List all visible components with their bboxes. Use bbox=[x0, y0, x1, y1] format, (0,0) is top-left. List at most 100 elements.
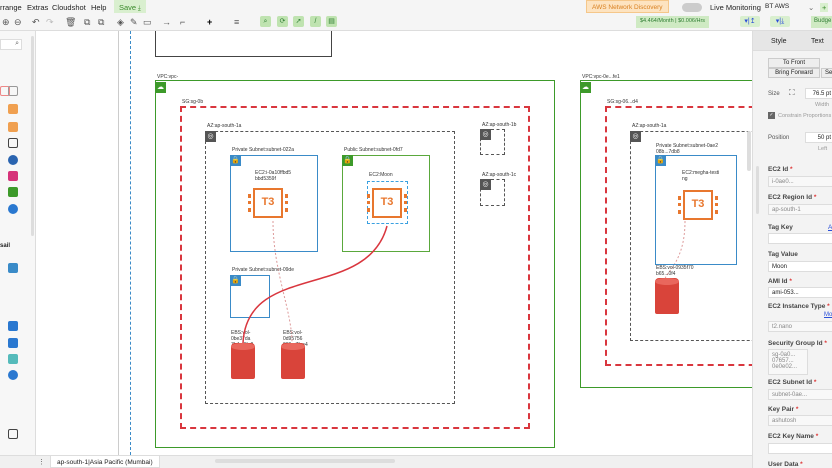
shape-icon[interactable] bbox=[8, 86, 18, 96]
key-name-input[interactable] bbox=[768, 443, 832, 454]
tag-key-input[interactable] bbox=[768, 233, 832, 244]
tab-text[interactable]: Text bbox=[811, 38, 824, 45]
shape-search-input[interactable]: ⌕ bbox=[0, 39, 22, 50]
ami-id-input[interactable]: ami-053... bbox=[768, 287, 832, 298]
autosize-icon[interactable]: ⛶ bbox=[789, 88, 795, 97]
to-back-icon[interactable]: ⧉ bbox=[98, 17, 105, 27]
to-front-button[interactable]: To Front bbox=[768, 58, 820, 68]
shape-icon[interactable] bbox=[8, 171, 18, 181]
ec2-t3-icon[interactable]: T3 bbox=[367, 188, 407, 218]
vpc-container[interactable] bbox=[155, 80, 555, 448]
width-label: Width bbox=[815, 102, 830, 108]
edit-icon[interactable]: / bbox=[310, 16, 321, 27]
shape-icon[interactable] bbox=[8, 155, 18, 165]
subnet-id-field[interactable]: subnet-0ae... bbox=[768, 389, 832, 400]
ebs-volume-icon[interactable] bbox=[655, 278, 679, 314]
ebs-volume-icon[interactable] bbox=[231, 343, 255, 379]
instance-type-link[interactable]: Mo bbox=[824, 312, 832, 318]
region-id-field[interactable]: ap-south-1 bbox=[768, 204, 832, 215]
shape-icon[interactable] bbox=[8, 138, 18, 148]
waypoints-icon[interactable]: ⌐ bbox=[180, 17, 186, 27]
public-subnet[interactable] bbox=[342, 155, 430, 252]
chevron-down-icon[interactable]: ⌄ bbox=[808, 3, 815, 12]
shape-icon[interactable] bbox=[8, 122, 18, 132]
page-tab[interactable]: ap-south-1|Asia Pacific (Mumbai) bbox=[50, 456, 160, 468]
vpc-container[interactable] bbox=[580, 80, 752, 388]
key-pair-field[interactable]: ashutosh bbox=[768, 415, 832, 426]
shadow-icon[interactable]: ▭ bbox=[143, 17, 152, 27]
live-monitoring-toggle[interactable] bbox=[682, 3, 702, 12]
width-input[interactable]: 76.5 pt bbox=[805, 88, 832, 99]
page-menu-icon[interactable]: ⋮ bbox=[38, 459, 45, 466]
monitor-icon[interactable] bbox=[8, 338, 18, 348]
ec2-t3-icon[interactable]: T3 bbox=[678, 190, 718, 220]
canvas-scrollbar[interactable] bbox=[747, 131, 751, 171]
aws-network-discovery-button[interactable]: AWS Network Discovery bbox=[586, 0, 669, 13]
shape-icon[interactable] bbox=[8, 354, 18, 364]
az-container[interactable] bbox=[480, 129, 505, 155]
sidebar-scrollbar[interactable] bbox=[31, 36, 34, 236]
lock-icon: 🔒 bbox=[230, 155, 241, 166]
redo-icon[interactable]: ↷ bbox=[46, 17, 54, 27]
shield-icon[interactable] bbox=[8, 321, 18, 331]
shape-rectangle[interactable] bbox=[155, 31, 332, 57]
shape-icon[interactable] bbox=[8, 429, 18, 439]
ec2-id-field[interactable]: i-0ae0... bbox=[768, 176, 832, 187]
zoom-out-icon[interactable]: ⊖ bbox=[14, 17, 22, 27]
sg-label: SG:sg-0b bbox=[182, 99, 204, 105]
subnet-id-label: EC2 Subnet Id * bbox=[768, 379, 817, 386]
bring-forward-button[interactable]: Bring Forward bbox=[768, 68, 820, 78]
az-container[interactable] bbox=[630, 131, 752, 341]
undo-icon[interactable]: ↶ bbox=[32, 17, 40, 27]
security-group-container[interactable] bbox=[180, 106, 530, 429]
delete-icon[interactable]: 🗑 bbox=[65, 17, 77, 27]
fill-color-icon[interactable]: ◈ bbox=[117, 17, 124, 27]
document-icon[interactable]: ▤ bbox=[326, 16, 337, 27]
private-subnet[interactable] bbox=[655, 155, 737, 265]
zoom-in-icon[interactable]: ⊕ bbox=[2, 17, 10, 27]
to-front-icon[interactable]: ⧉ bbox=[84, 17, 91, 27]
shape-icon[interactable] bbox=[8, 104, 18, 114]
connection-icon[interactable]: → bbox=[162, 17, 171, 27]
save-button[interactable]: Save ⤓ bbox=[114, 0, 146, 13]
horizontal-scrollbar[interactable] bbox=[215, 459, 395, 463]
budget-button[interactable]: Budge bbox=[811, 16, 832, 28]
menu-help[interactable]: Help bbox=[91, 3, 107, 12]
left-input[interactable]: 50 pt bbox=[805, 132, 832, 143]
deploy-icon[interactable]: ➚ bbox=[293, 16, 304, 27]
tab-style[interactable]: Style bbox=[771, 38, 787, 45]
shape-icon[interactable] bbox=[8, 187, 18, 197]
shape-icon[interactable] bbox=[8, 370, 18, 380]
tag-key-link[interactable]: A bbox=[828, 224, 832, 231]
constrain-checkbox[interactable]: ✓ bbox=[768, 112, 775, 119]
az-container[interactable] bbox=[205, 131, 455, 404]
shape-icon[interactable] bbox=[8, 263, 18, 273]
diagram-canvas[interactable]: VPC:vpc- ☁ SG:sg-0b AZ:ap-south-1a ◎ AZ:… bbox=[37, 31, 752, 455]
add-icon[interactable]: + bbox=[820, 3, 829, 12]
panel-scrollbar[interactable] bbox=[756, 166, 759, 214]
tag-value-input[interactable]: Moon bbox=[768, 261, 832, 272]
menu-arrange[interactable]: rrange bbox=[0, 3, 22, 12]
account-select[interactable]: BT AWS bbox=[765, 3, 790, 10]
sg-id-field[interactable]: sg-0a0... 07657... 0e0e02... bbox=[768, 349, 808, 375]
ec2-t3-icon[interactable]: T3 bbox=[248, 188, 288, 218]
refresh-icon[interactable]: ⟳ bbox=[277, 16, 288, 27]
format-icon[interactable]: ≡ bbox=[234, 17, 240, 27]
instance-type-field[interactable]: t2.nano bbox=[768, 321, 832, 332]
private-subnet[interactable] bbox=[230, 155, 318, 252]
filter-upload-icon[interactable]: ▾|↥ bbox=[740, 16, 760, 27]
menu-cloudshot[interactable]: Cloudshot bbox=[52, 3, 86, 12]
shape-icon[interactable] bbox=[8, 204, 18, 214]
vpc-label: VPC:vpc-0e...fe1 bbox=[582, 74, 620, 80]
send-backward-button[interactable]: Se bbox=[821, 68, 832, 78]
cost-badge[interactable]: $4.464/Month | $0.006/Hrs bbox=[636, 16, 710, 28]
line-color-icon[interactable]: ✎ bbox=[130, 17, 138, 27]
insert-icon[interactable]: + bbox=[207, 17, 213, 27]
menu-extras[interactable]: Extras bbox=[27, 3, 49, 12]
ebs-volume-icon[interactable] bbox=[281, 343, 305, 379]
filter-download-icon[interactable]: ▾|⤓ bbox=[770, 16, 790, 27]
security-group-container[interactable] bbox=[605, 106, 752, 366]
shape-icon[interactable] bbox=[0, 86, 10, 96]
az-container[interactable] bbox=[480, 179, 505, 206]
search-icon[interactable]: ⌕ bbox=[260, 16, 271, 27]
